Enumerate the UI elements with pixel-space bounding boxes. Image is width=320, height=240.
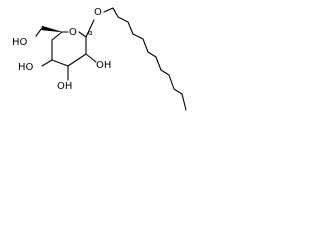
ring-bond-oring-c1: [78, 31, 87, 38]
bond-c2-oh: [85, 53, 97, 63]
ring-bond-c2-c3: [67, 53, 87, 67]
anomeric-stereo-label: α: [88, 29, 93, 37]
ring-bond-c3-c4: [51, 59, 69, 67]
bond-c1-oanomeric: [85, 19, 95, 38]
c2-hydroxyl-label: OH: [96, 60, 111, 71]
decyl-chain: [103, 7, 187, 111]
decyl-glucoside-structure: HO O O α HO OH OH: [12, 7, 187, 111]
wedge-c5-ch2: [41, 25, 63, 33]
anomeric-oxygen-label: O: [94, 7, 102, 18]
ring-oxygen-label: O: [69, 27, 77, 38]
ch2oh-label: HO: [12, 37, 28, 48]
bond-ch2-oh: [35, 27, 43, 37]
c4-hydroxyl-label: HO: [18, 62, 34, 73]
bond-c4-oh: [41, 59, 53, 67]
c3-hydroxyl-label: OH: [57, 81, 72, 92]
ring-bond-c5-c6: [51, 31, 63, 41]
